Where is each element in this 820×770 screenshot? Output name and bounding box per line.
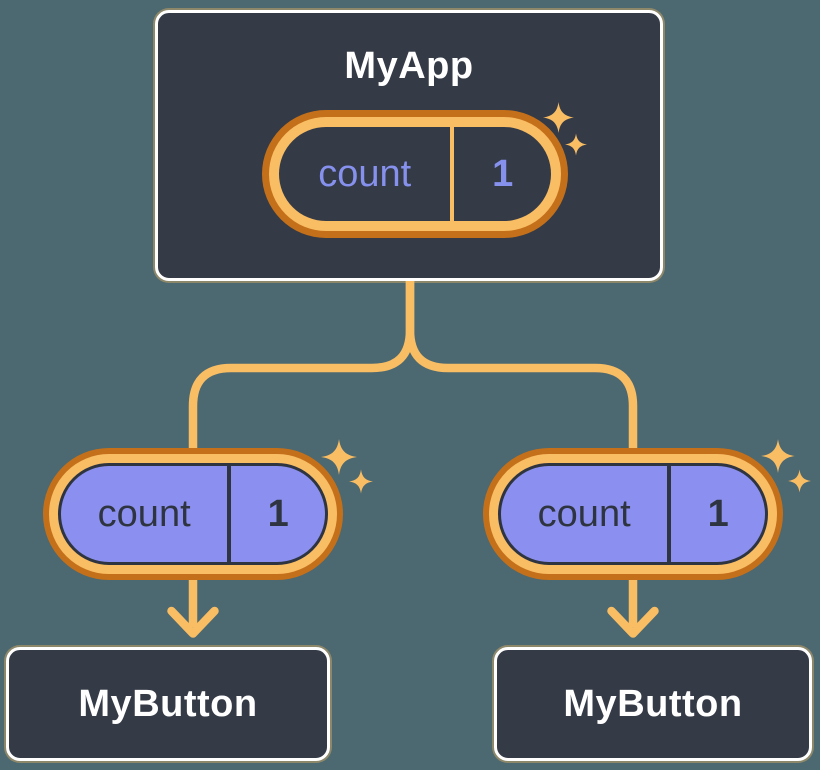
state-name-label: count	[318, 152, 412, 195]
arrowhead-right-icon	[607, 606, 659, 638]
sparkle-large-icon	[321, 439, 357, 475]
sparkle-large-icon	[761, 439, 795, 473]
pill-divider	[227, 466, 232, 562]
component-box-mybutton-left: MyButton	[6, 647, 330, 761]
state-pill-child-right: count 1	[483, 448, 783, 580]
branch-right-line	[405, 276, 638, 628]
sparkle-small-icon	[565, 133, 587, 156]
component-title-myapp: MyApp	[344, 45, 474, 87]
state-value-label: 1	[492, 152, 514, 195]
state-value-label: 1	[707, 492, 729, 535]
state-value-label: 1	[267, 492, 289, 535]
state-name-label: count	[97, 492, 191, 535]
state-name-label: count	[537, 492, 631, 535]
sparkle-large-icon	[543, 102, 574, 133]
pill-divider	[667, 466, 672, 562]
component-title-mybutton: MyButton	[563, 682, 743, 725]
sparkle-small-icon	[349, 469, 373, 494]
branch-left-line	[188, 276, 415, 628]
component-title-mybutton: MyButton	[78, 682, 258, 725]
state-pill-parent-ring: count 1	[269, 117, 561, 231]
component-box-mybutton-right: MyButton	[494, 647, 812, 761]
pill-divider	[450, 127, 455, 221]
sparkle-small-icon	[788, 469, 811, 493]
state-pill-parent: count 1	[262, 110, 568, 238]
state-pill-child-left: count 1	[43, 448, 343, 580]
arrowhead-left-icon	[167, 606, 219, 638]
